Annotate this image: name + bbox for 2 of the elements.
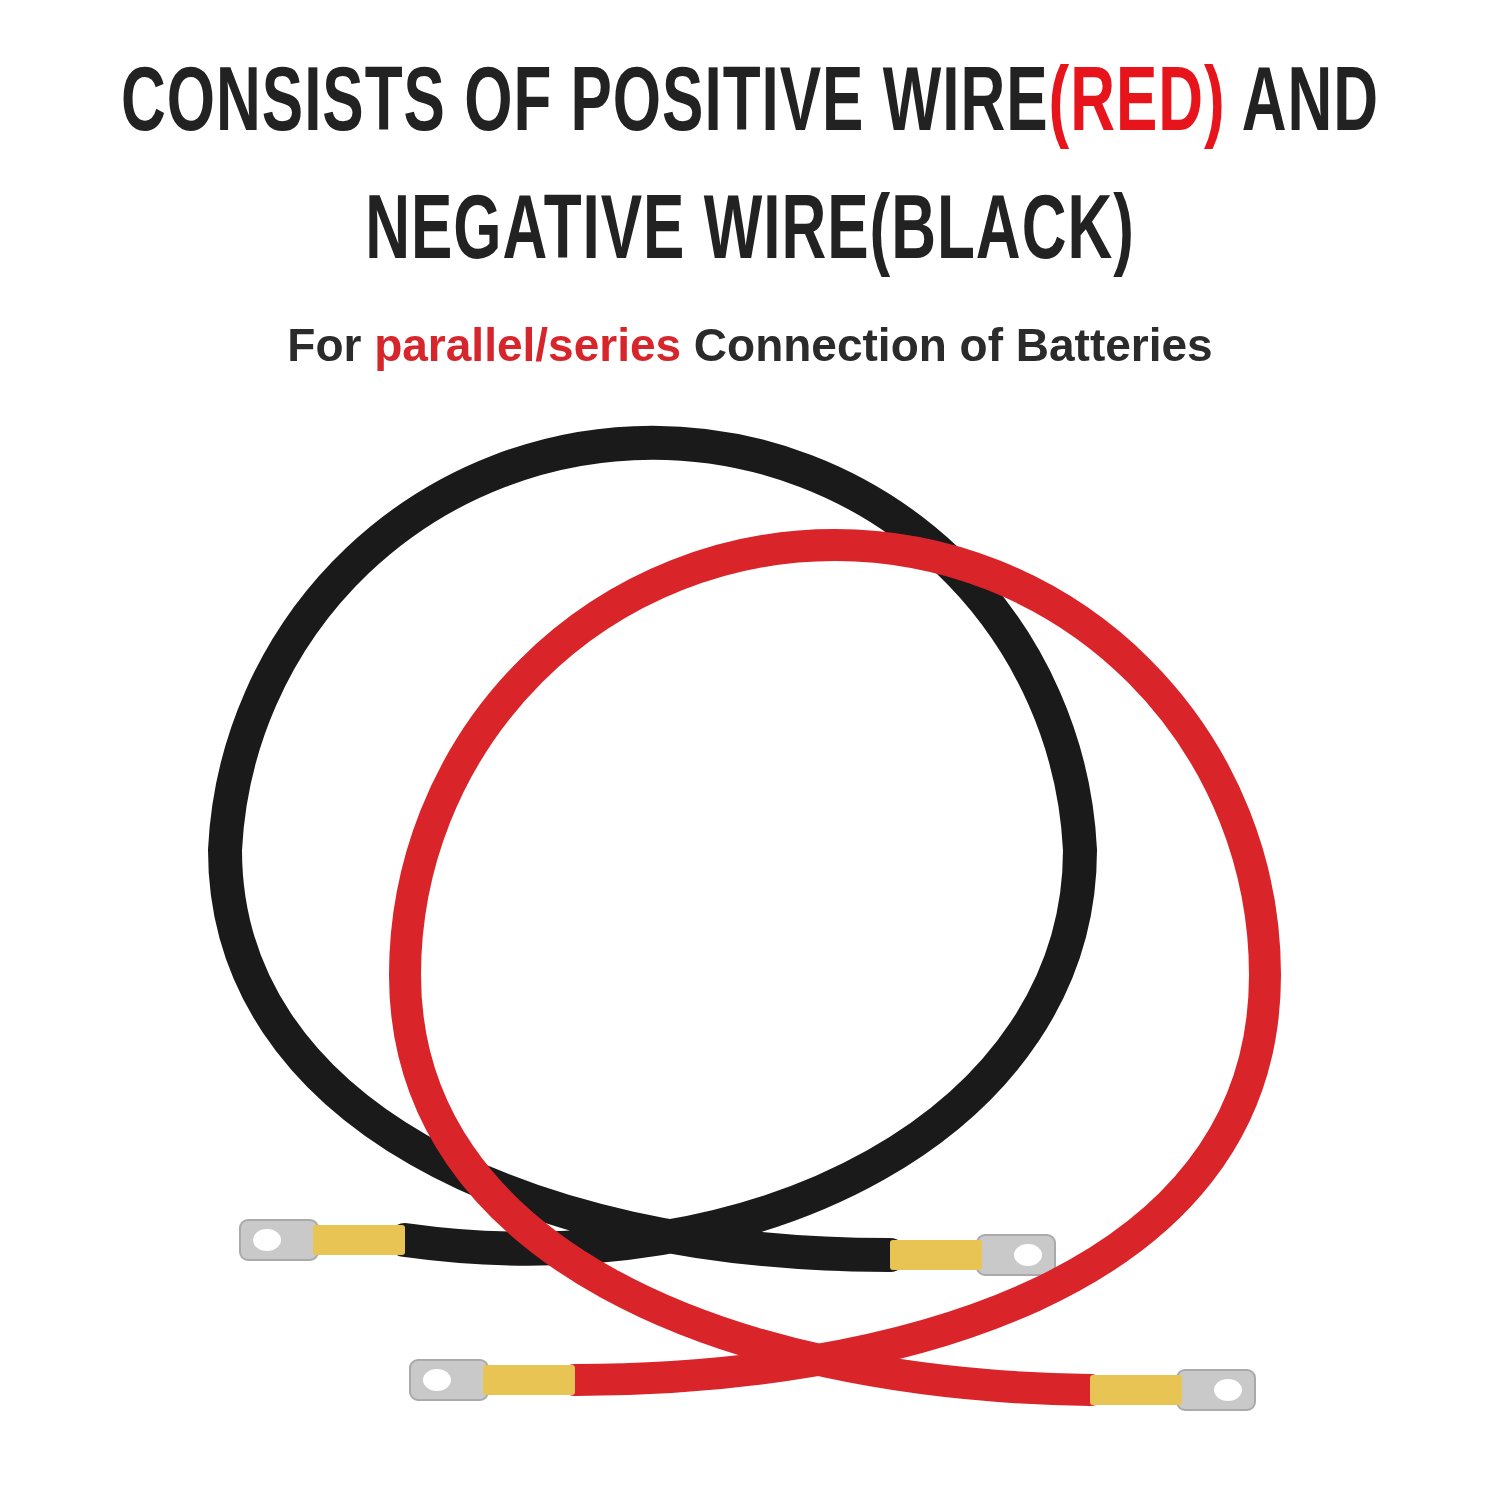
subtitle: For parallel/series Connection of Batteries: [286, 318, 1214, 372]
title: CONSISTS OF POSITIVE WIRE(RED) AND NEGATIVE WIRE(BLACK): [120, 48, 1380, 279]
